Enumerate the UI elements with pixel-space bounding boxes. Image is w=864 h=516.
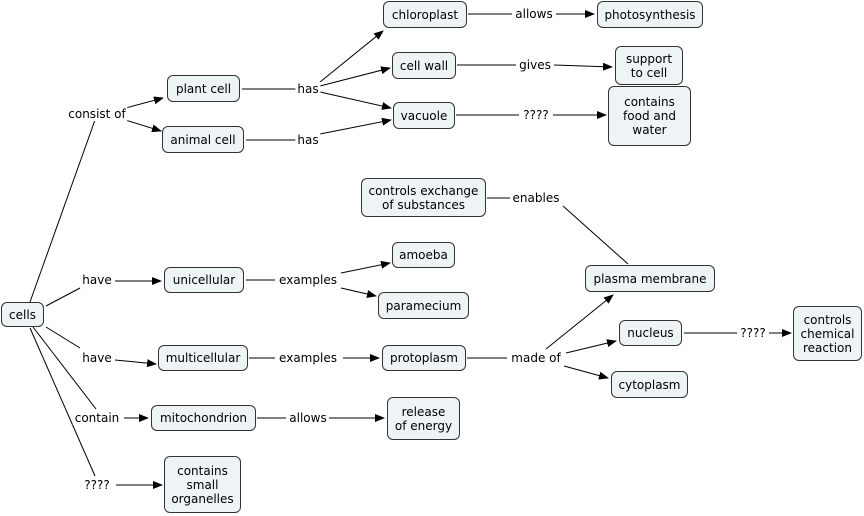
node-unicellular[interactable]: unicellular: [164, 267, 244, 293]
link-gives: gives: [517, 58, 553, 72]
link-has-animal: has: [295, 133, 321, 147]
node-controls-chemical-reaction[interactable]: controls chemical reaction: [793, 306, 862, 361]
link-consist-of: consist of: [66, 107, 128, 121]
node-mitochondrion[interactable]: mitochondrion: [151, 405, 256, 431]
node-vacuole[interactable]: vacuole: [393, 102, 455, 129]
node-plasma-membrane[interactable]: plasma membrane: [585, 265, 715, 292]
node-cell-wall[interactable]: cell wall: [392, 52, 456, 79]
node-controls-exchange[interactable]: controls exchange of substances: [361, 178, 486, 217]
link-unknown-nucleus: ????: [738, 326, 768, 340]
node-support-to-cell[interactable]: support to cell: [615, 46, 683, 85]
link-enables: enables: [510, 191, 562, 205]
link-have-multicellular: have: [80, 351, 114, 365]
link-unknown-vacuole: ????: [521, 108, 551, 122]
node-protoplasm[interactable]: protoplasm: [382, 345, 466, 371]
node-cytoplasm[interactable]: cytoplasm: [611, 371, 688, 398]
link-made-of: made of: [509, 351, 563, 365]
link-allows-mitochondrion: allows: [287, 411, 329, 425]
node-contains-small-organelles[interactable]: contains small organelles: [164, 456, 241, 513]
node-contains-food-and-water[interactable]: contains food and water: [608, 86, 691, 146]
link-have-unicellular: have: [80, 273, 114, 287]
node-cells[interactable]: cells: [1, 302, 44, 327]
link-unknown-cells: ????: [82, 478, 112, 492]
node-paramecium[interactable]: paramecium: [378, 292, 469, 319]
node-multicellular[interactable]: multicellular: [158, 345, 248, 371]
link-examples-unicellular: examples: [277, 273, 339, 287]
link-contain: contain: [72, 411, 122, 425]
node-nucleus[interactable]: nucleus: [619, 320, 682, 346]
link-allows-chloroplast: allows: [513, 7, 555, 21]
link-examples-multicellular: examples: [277, 351, 339, 365]
node-amoeba[interactable]: amoeba: [392, 242, 455, 268]
node-chloroplast[interactable]: chloroplast: [383, 1, 467, 28]
node-release-of-energy[interactable]: release of energy: [387, 397, 460, 440]
node-animal-cell[interactable]: animal cell: [162, 126, 244, 153]
node-photosynthesis[interactable]: photosynthesis: [597, 1, 703, 28]
link-has-plant: has: [295, 82, 321, 96]
node-plant-cell[interactable]: plant cell: [167, 75, 240, 102]
